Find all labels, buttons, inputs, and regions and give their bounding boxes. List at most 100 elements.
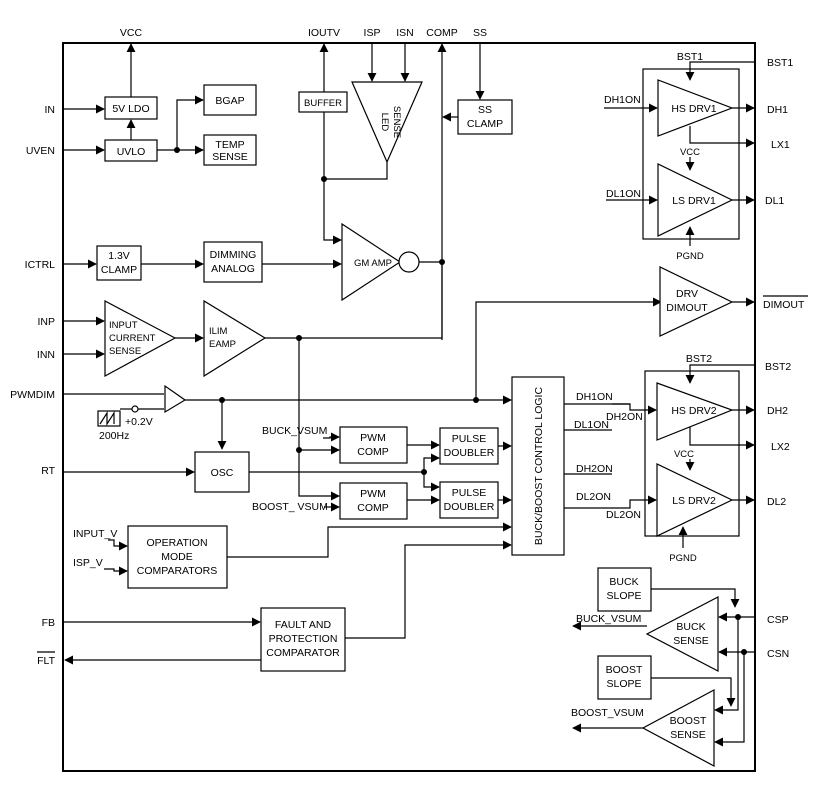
ls-drv1 [657, 163, 734, 237]
pulse-doubler1-block [439, 427, 499, 465]
drv-dimout [659, 266, 734, 337]
pwm-comp1-line2: COMP [357, 446, 389, 458]
dl2on-in-label: DL2ON [606, 509, 641, 521]
dimming-line2: ANALOG [211, 263, 255, 275]
gm-amp [341, 222, 402, 302]
wire-dl2on-in [612, 495, 657, 509]
gm-amp-label: GM AMP [354, 258, 392, 269]
fault-block [260, 607, 346, 672]
pin-flt-label: FLT [37, 655, 55, 667]
clamp-block [96, 245, 142, 281]
bgap-block [203, 84, 257, 116]
temp-sense-line1: TEMP [215, 139, 244, 151]
buck-slope-line2: SLOPE [606, 590, 641, 602]
pwm-comp2-line1: PWM [360, 488, 386, 500]
dh1on-in-label: DH1ON [604, 94, 641, 106]
hs-drv2 [656, 382, 734, 441]
bst2-internal-label: BST2 [686, 353, 712, 365]
input-sense-line3: SENSE [109, 346, 141, 357]
dh2on-label: DH2ON [576, 463, 613, 475]
buffer-label: BUFFER [304, 98, 342, 109]
pulse-doubler2-line1: PULSE [452, 487, 486, 499]
buck-sense-line2: SENSE [673, 635, 709, 647]
wire-ilim-comp [265, 262, 443, 339]
pulse-doubler2-block [439, 481, 499, 519]
pin-ioutv-label: IOUTV [308, 27, 340, 39]
pulse-doubler2-line2: DOUBLER [444, 501, 495, 513]
wire-lx1 [689, 126, 755, 148]
pin-dh1-label: DH1 [767, 104, 788, 116]
fault-line1: FAULT AND [275, 619, 332, 631]
freq-label: 200Hz [99, 430, 129, 442]
ls-drv2 [656, 463, 734, 537]
pin-rt-label: RT [41, 465, 55, 477]
pin-lx1-label: LX1 [771, 139, 790, 151]
pulse-doubler1-line2: DOUBLER [444, 447, 495, 459]
boost-sense-amp [641, 688, 715, 768]
node-osc [421, 469, 427, 475]
pin-dl1-label: DL1 [765, 195, 784, 207]
wire-csp-boost [714, 617, 739, 715]
clamp-line1: 1.3V [108, 250, 130, 262]
boost-vsum-out-label: BOOST_VSUM [571, 707, 644, 719]
boost-slope-line1: BOOST [606, 664, 643, 676]
boost-vsum-label: BOOST_ VSUM [252, 501, 328, 513]
temp-sense-block [203, 134, 257, 166]
wire-to-pwm-comp2 [298, 338, 340, 501]
wire-to-gm-amp [323, 179, 342, 245]
pwm-comp2-block [339, 482, 408, 520]
isp-v-label: ISP_V [73, 557, 103, 569]
osc-block [194, 451, 250, 493]
dl2on-label: DL2ON [576, 491, 611, 503]
bst1-internal-label: BST1 [677, 51, 703, 63]
pin-dimout-label: DIMOUT [763, 299, 805, 311]
pwm-comp2-line2: COMP [357, 502, 389, 514]
control-logic-label: BUCK/BOOST CONTROL LOGIC [533, 387, 545, 546]
buffer-block [298, 91, 348, 113]
dimming-line1: DIMMING [210, 249, 257, 261]
wire-csn-boost [714, 652, 745, 747]
pin-lx2-label: LX2 [771, 441, 790, 453]
op-mode-line1: OPERATION [146, 537, 207, 549]
buck-sense-line1: BUCK [676, 621, 705, 633]
hs-drv2-label: HS DRV2 [671, 405, 716, 417]
wire-led-sense-out [324, 162, 388, 180]
hs-drv1-label: HS DRV1 [671, 103, 716, 115]
buck-vsum-out-label: BUCK_VSUM [576, 613, 641, 625]
wire-uvlo-bgap [176, 95, 204, 150]
input-current-sense-amp [104, 300, 177, 378]
control-logic-block [511, 376, 565, 556]
boost-slope-block [597, 655, 652, 700]
ls-drv2-label: LS DRV2 [672, 495, 716, 507]
triangle-source [97, 410, 121, 427]
dh1on-label: DH1ON [576, 391, 613, 403]
wire-lx2 [689, 427, 755, 450]
buck-slope-block [597, 567, 652, 612]
pin-in-label: IN [45, 104, 56, 116]
wire-opmode-logic [227, 522, 512, 558]
pin-csp-label: CSP [767, 614, 789, 626]
ss-clamp-line1: SS [478, 104, 492, 116]
wire-osc-pd2 [423, 472, 440, 492]
op-mode-line3: COMPARATORS [137, 565, 218, 577]
input-sense-line2: CURRENT [109, 333, 156, 344]
ilim-eamp [203, 299, 267, 378]
pin-comp-label: COMP [426, 27, 458, 39]
pulse-doubler1-line1: PULSE [452, 433, 486, 445]
led-sense-line2: SENSE [391, 106, 402, 138]
pgnd1-label: PGND [676, 251, 704, 262]
drv-dimout-line2: DIMOUT [666, 302, 708, 314]
wire-input-v [108, 539, 128, 551]
pin-bst1-label: BST1 [767, 57, 793, 69]
ss-clamp-line2: CLAMP [467, 118, 503, 130]
ilim-line1: ILIM [209, 326, 228, 337]
pin-uven-label: UVEN [26, 145, 55, 157]
dl1on-label: DL1ON [574, 419, 609, 431]
pin-bst2-label: BST2 [765, 361, 791, 373]
wire-osc-pd1 [423, 453, 440, 472]
hs-drv1 [657, 79, 734, 137]
chip-boundary [62, 42, 756, 772]
boost-sense-line2: SENSE [670, 729, 706, 741]
pin-fb-label: FB [42, 617, 55, 629]
